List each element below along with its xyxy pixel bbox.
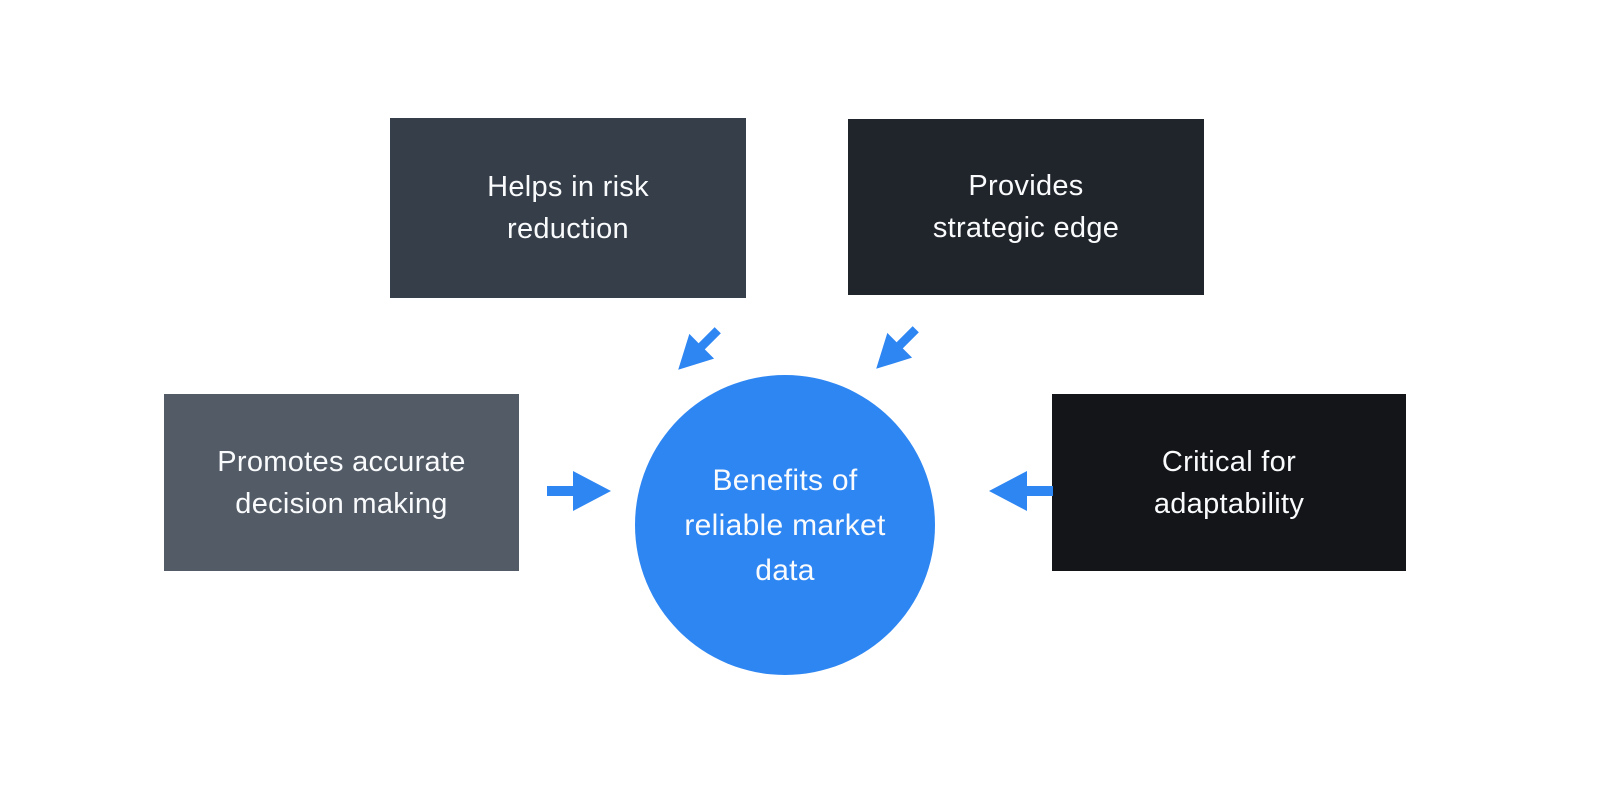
- arrow-from-strategic-edge: [861, 314, 930, 383]
- box-label-line: decision making: [235, 487, 448, 520]
- box-label-line: Critical for: [1161, 445, 1297, 478]
- box-risk-reduction: Helps in risk reduction: [390, 118, 746, 298]
- box-label-line: reduction: [506, 213, 629, 245]
- box-label-line: Promotes accurate: [217, 445, 466, 478]
- box-decision-making: Promotes accurate decision making: [164, 394, 519, 571]
- box-adaptability-label: Critical for adaptability: [1154, 441, 1304, 525]
- box-strategic-edge-label: Provides strategic edge: [933, 165, 1119, 249]
- box-label-line: strategic edge: [932, 212, 1120, 244]
- box-label-line: Helps in risk: [487, 171, 649, 203]
- arrow-down-left-icon: [678, 327, 721, 370]
- box-adaptability: Critical for adaptability: [1052, 394, 1406, 571]
- arrow-right-icon: [547, 471, 611, 511]
- box-risk-reduction-label: Helps in risk reduction: [487, 166, 649, 250]
- arrow-down-left-icon: [876, 326, 919, 369]
- box-label-line: adaptability: [1153, 487, 1305, 520]
- box-label-line: Provides: [968, 170, 1084, 202]
- circle-label-line: data: [755, 553, 815, 587]
- arrow-left-icon: [989, 471, 1053, 511]
- arrow-from-risk-reduction: [663, 315, 732, 384]
- center-circle-label: Benefits of reliable market data: [684, 458, 885, 593]
- circle-label-line: reliable market: [684, 508, 886, 542]
- arrow-from-adaptability: [988, 467, 1054, 515]
- arrow-from-decision-making: [546, 467, 612, 515]
- box-strategic-edge: Provides strategic edge: [848, 119, 1204, 295]
- box-decision-making-label: Promotes accurate decision making: [217, 441, 466, 525]
- circle-label-line: Benefits of: [712, 463, 858, 497]
- center-circle-benefits: Benefits of reliable market data: [635, 375, 935, 675]
